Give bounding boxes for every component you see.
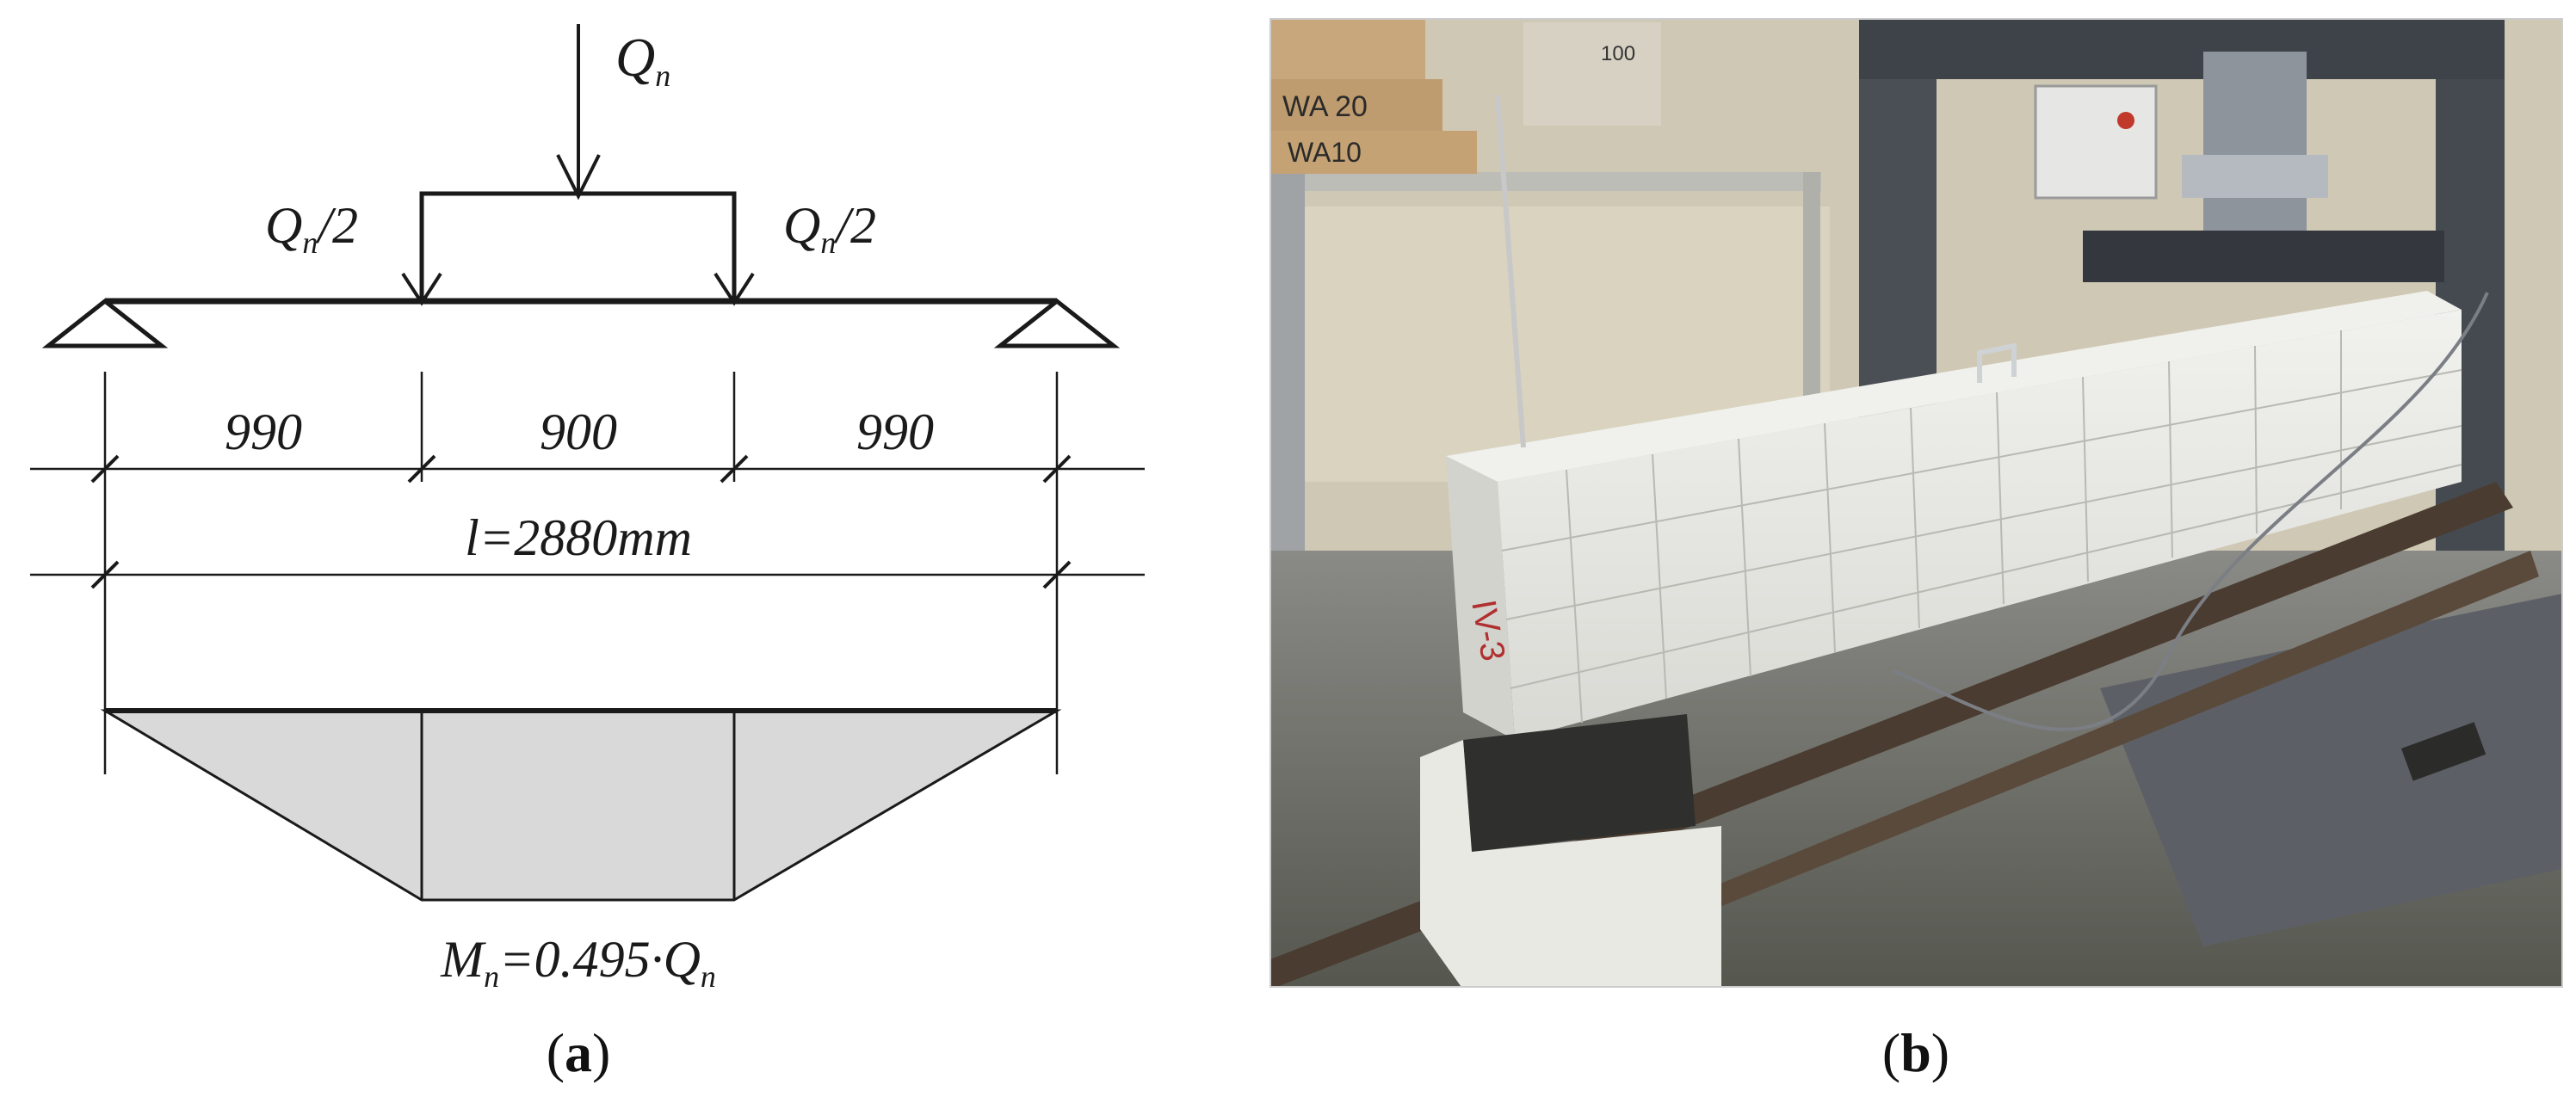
right-load-label: Qn/2 <box>783 197 876 260</box>
rail-2 <box>1469 551 2539 987</box>
shelf-unit <box>1270 172 1821 191</box>
metal-scrap <box>2401 722 2486 781</box>
right-support-icon <box>993 298 1121 348</box>
control-box <box>2034 84 2158 200</box>
concrete-beam-side <box>1498 310 2462 740</box>
sensor-cable <box>1893 292 2489 731</box>
spreader-beam <box>2083 231 2444 282</box>
dim-middle-label: 900 <box>540 404 617 460</box>
box-label-2: WA10 <box>1288 137 1362 168</box>
moment-diagram-area <box>100 709 1062 902</box>
dim-right-label: 990 <box>856 404 934 460</box>
concrete-beam-end <box>1446 456 1515 740</box>
photo-frame <box>1269 18 2563 988</box>
total-load-label: Qn <box>615 27 670 93</box>
beam-grid <box>1501 330 2462 724</box>
support-block <box>1420 740 1721 987</box>
cardboard-box-3 <box>1270 131 1477 174</box>
load-spreader-beam <box>419 191 737 301</box>
support-plates <box>1463 714 1696 852</box>
box-label-3: 100 <box>1601 42 1635 65</box>
total-load-arrowhead <box>556 154 601 200</box>
concrete-beam-top <box>1446 291 2462 482</box>
span-label: l=2880mm <box>465 509 692 566</box>
cardboard-box-2 <box>1270 79 1442 131</box>
hydraulic-actuator <box>2203 52 2307 241</box>
dimension-ticks <box>90 454 1072 589</box>
dim-left-label: 990 <box>225 404 302 460</box>
cardboard-box-1 <box>1270 19 1425 79</box>
moment-label: Mn=0.495·Qn <box>440 931 716 994</box>
panel-b-photo: WA 20 WA10 100 <box>1269 18 2563 988</box>
cardboard-box-4 <box>1523 22 1661 126</box>
frame-crossbeam <box>1859 19 2505 79</box>
panel-b-caption: (b) <box>1882 1022 1949 1083</box>
left-support-icon <box>41 298 169 348</box>
load-cell <box>2182 155 2328 198</box>
lifting-hook <box>1977 342 2017 383</box>
box-label-1: WA 20 <box>1282 90 1368 123</box>
panel-a-caption: (a) <box>547 1022 611 1083</box>
sensor-rod <box>1495 94 1526 448</box>
control-button-red <box>2117 112 2134 129</box>
left-load-label: Qn/2 <box>265 197 358 260</box>
panel-a-diagram <box>30 24 1145 902</box>
